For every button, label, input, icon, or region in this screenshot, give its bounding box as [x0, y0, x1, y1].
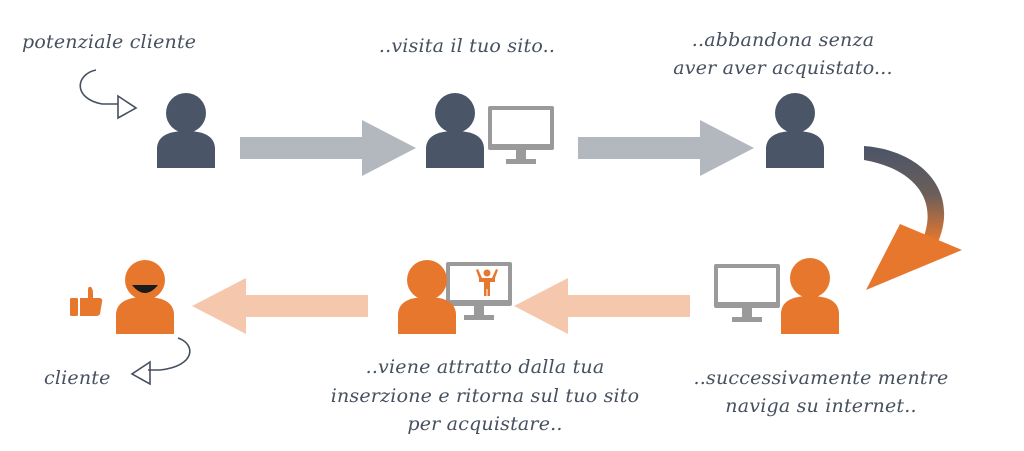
person-icon-happy-client [116, 260, 174, 334]
hand-drawn-pointer-arrow [130, 337, 191, 386]
curved-arrow-icon [864, 146, 962, 290]
arrow-right-icon [578, 120, 754, 176]
arrow-left-icon [514, 278, 690, 334]
label-browsing-line1: ..successivamente mentre [693, 367, 949, 389]
person-icon-attracted [398, 260, 456, 334]
monitor-icon [446, 262, 512, 320]
arrow-right-icon [240, 120, 416, 176]
arrow-left-icon [192, 278, 368, 334]
monitor-icon [488, 106, 554, 164]
label-leaves-line2: aver aver acquistato... [673, 57, 893, 79]
label-browsing-line2: naviga su internet.. [725, 395, 917, 417]
monitor-icon [714, 264, 780, 322]
person-icon-browsing [781, 258, 839, 334]
label-attracted-line2: inserzione e ritorna sul tuo sito [330, 385, 640, 407]
label-visits-site: ..visita il tuo sito.. [378, 35, 556, 57]
thumbs-up-icon [70, 286, 103, 316]
label-leaves-line1: ..abbandona senza [691, 29, 875, 51]
person-icon-visitor [426, 93, 484, 168]
label-potential-client: potenziale cliente [22, 31, 197, 53]
ad-figure-icon [476, 269, 498, 296]
hand-drawn-pointer-arrow [79, 69, 138, 120]
label-client: cliente [44, 367, 111, 389]
person-icon-leaving [766, 93, 824, 168]
label-attracted-line3: per acquistare.. [407, 413, 563, 435]
label-attracted-line1: ..viene attratto dalla tua [365, 356, 605, 378]
smile-mouth [132, 285, 158, 293]
person-icon-potential-client [157, 93, 215, 168]
